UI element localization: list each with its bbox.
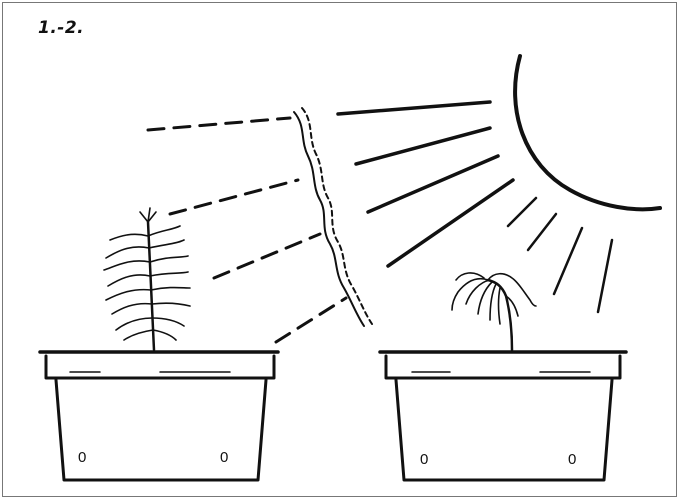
right-pot-body [396, 380, 612, 480]
left-pot-hole: 0 [78, 449, 86, 466]
right-pot: 0 0 [380, 352, 626, 480]
needles [108, 272, 188, 286]
wilted-needles [490, 284, 496, 320]
healthy-seedling [104, 208, 190, 350]
sun-ray [598, 240, 612, 312]
sun-arc [515, 56, 660, 209]
left-pot: 0 0 [40, 352, 278, 480]
needles [124, 330, 176, 340]
sun-ray [508, 198, 536, 226]
filtered-ray [276, 298, 346, 342]
right-pot-hole: 0 [568, 451, 576, 468]
right-pot-rim [386, 356, 620, 378]
sun-ray [356, 128, 490, 164]
sun-ray [528, 214, 556, 250]
sun-rays [338, 102, 612, 312]
left-pot-hole: 0 [220, 449, 228, 466]
filtered-ray [148, 118, 290, 130]
wilted-seedling [452, 273, 536, 350]
shade-screen [294, 108, 372, 326]
needles [116, 318, 184, 330]
needles [104, 256, 188, 270]
left-pot-rim [46, 356, 274, 378]
wilted-needles [499, 288, 501, 324]
sun-ray [554, 228, 582, 294]
shade-edge [294, 112, 364, 326]
seedling-top [140, 208, 156, 222]
sun-ray [388, 180, 513, 266]
sun-ray [338, 102, 490, 114]
wilted-needles [466, 280, 490, 304]
filtered-light [148, 118, 346, 342]
right-pot-hole: 0 [420, 451, 428, 468]
filtered-ray [170, 180, 298, 214]
filtered-ray [214, 234, 320, 278]
shade-edge-dashed [302, 108, 372, 324]
needles [106, 240, 184, 258]
left-pot-body [56, 380, 266, 480]
needles [106, 288, 190, 301]
needles [110, 226, 180, 240]
border [3, 3, 677, 497]
